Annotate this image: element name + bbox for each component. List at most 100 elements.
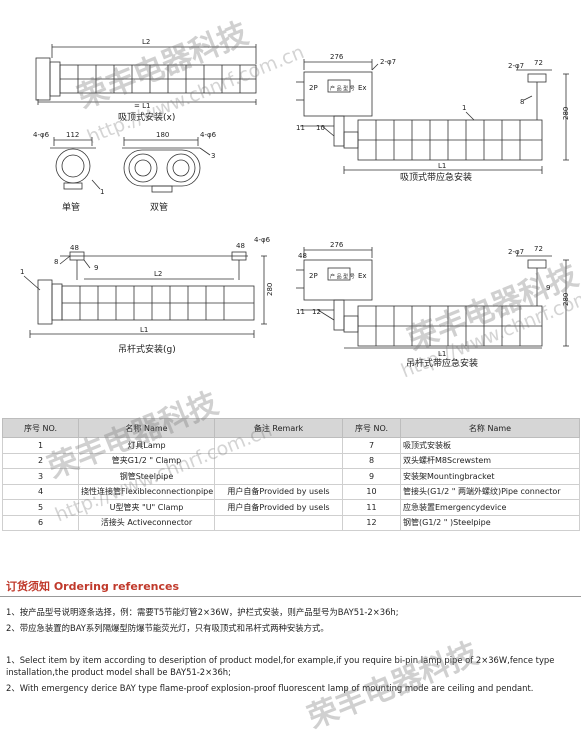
- cell-remark: [214, 468, 343, 485]
- cell-no: 12: [342, 514, 401, 531]
- caption-double: 双管: [150, 201, 168, 213]
- cell-name: 挠性连接管Flexibleconnectionpipe: [78, 483, 215, 500]
- dim-pe-72: 72: [534, 245, 543, 253]
- header-no-1: 序号 NO.: [2, 418, 79, 438]
- box-pe-model: 产 品 型 号: [330, 273, 355, 280]
- callout-p-9: 9: [94, 264, 98, 272]
- callout-ce-11: 11: [296, 124, 305, 132]
- dim-pe-holes: 2-φ7: [508, 248, 524, 256]
- cell-name: 管接头(G1/2 " 两端外螺纹)Pipe connector: [400, 483, 580, 500]
- dim-double-holes: 4-φ6: [200, 131, 217, 139]
- cell-name: 安装架Mountingbracket: [400, 468, 580, 485]
- box-ce-ex: Ex: [358, 84, 367, 92]
- cell-remark: [214, 452, 343, 469]
- ordering-heading: 订货须知 Ordering references: [6, 580, 180, 593]
- ceiling-emergency-drawing: [296, 59, 569, 174]
- callout-ce-10: 10: [316, 124, 325, 132]
- dim-pe-l1: L1: [438, 350, 446, 358]
- dim-ce-holes: 2-φ7: [380, 58, 396, 66]
- single-tube-section: [50, 137, 101, 190]
- callout-pe-12: 12: [312, 308, 321, 316]
- cell-name: 钢管(G1/2 " )Steelpipe: [400, 514, 580, 531]
- dim-p-holes: 4-φ6: [254, 236, 271, 244]
- table-row: 2 管夹G1/2 " Clamp 8 双头螺杆M8Screwstem: [2, 452, 580, 469]
- table-row: 4 挠性连接管Flexibleconnectionpipe 用户自备Provid…: [2, 483, 580, 500]
- cell-no: 6: [2, 514, 79, 531]
- ordering-en-1: 1、Select item by item according to deser…: [6, 655, 555, 677]
- caption-single: 单管: [62, 201, 80, 213]
- cell-remark: [214, 514, 343, 531]
- caption-pendant: 吊杆式安装(g): [118, 343, 176, 355]
- box-ce-model: 产 品 型 号: [330, 85, 355, 92]
- technical-drawings: L2 = L1 吸顶式安装(x) 4-φ6 112 1 单管 4-φ6 180 …: [20, 38, 570, 369]
- cell-name: 灯具Lamp: [78, 437, 215, 454]
- header-name-2: 名称 Name: [400, 418, 580, 438]
- dim-ce-276: 276: [330, 53, 344, 61]
- cell-no: 8: [342, 452, 401, 469]
- ordering-cn-1: 1、按产品型号说明逐条选择，例：需要T5节能灯管2×36W，护栏式安装，则产品型…: [6, 607, 399, 617]
- dim-ce-280: 280: [562, 107, 570, 120]
- callout-single: 1: [100, 188, 104, 196]
- double-tube-section: [122, 137, 211, 193]
- callout-p-1: 1: [20, 268, 24, 276]
- cell-name: 钢管Steelpipe: [78, 468, 215, 485]
- ordering-cn-2: 2、带应急装置的BAY系列隔爆型防爆节能荧光灯，只有吸顶式和吊杆式两种安装方式。: [6, 623, 329, 633]
- cell-no: 4: [2, 483, 79, 500]
- cell-no: 11: [342, 499, 401, 516]
- pendant-emergency-drawing: [296, 247, 569, 349]
- cell-name: 应急装置Emergencydevice: [400, 499, 580, 516]
- cell-name: 活接头 Activeconnector: [78, 514, 215, 531]
- caption-ceiling: 吸顶式安装(x): [118, 111, 175, 123]
- caption-pendant-emergency: 吊杆式带应急安装: [406, 357, 478, 369]
- cell-remark: 用户自备Provided by usels: [214, 499, 343, 516]
- dim-p-l2: L2: [154, 270, 162, 278]
- callout-ce-1: 1: [462, 104, 466, 112]
- cell-no: 5: [2, 499, 79, 516]
- dim-p-48b: 48: [236, 242, 245, 250]
- cell-name: 吸顶式安装板: [400, 437, 580, 454]
- cell-name: 双头螺杆M8Screwstem: [400, 452, 580, 469]
- dim-p-280: 280: [266, 283, 274, 296]
- table-row: 1 灯具Lamp 7 吸顶式安装板: [2, 437, 580, 454]
- dim-p-48: 48: [70, 244, 79, 252]
- dim-l1: = L1: [134, 102, 150, 110]
- table-row: 5 U型管夹 "U" Clamp 用户自备Provided by usels 1…: [2, 499, 580, 516]
- header-no-2: 序号 NO.: [342, 418, 401, 438]
- callout-pe-11: 11: [296, 308, 305, 316]
- cell-name: 管夹G1/2 " Clamp: [78, 452, 215, 469]
- callout-ce-8: 8: [520, 98, 524, 106]
- caption-ceiling-emergency: 吸顶式带应急安装: [400, 171, 472, 183]
- dim-single-width: 112: [66, 131, 79, 139]
- callout-pe-9: 9: [546, 284, 550, 292]
- table-row: 6 活接头 Activeconnector 12 钢管(G1/2 " )Stee…: [2, 514, 580, 531]
- ordering-en-2: 2、With emergency derice BAY type flame-p…: [6, 683, 534, 693]
- dim-ce-holes-r: 2-φ7: [508, 62, 524, 70]
- header-remark: 备注 Remark: [214, 418, 343, 438]
- guard-bars-3: [79, 286, 225, 320]
- dim-p-l1: L1: [140, 326, 148, 334]
- dim-pe-276: 276: [330, 241, 344, 249]
- box-pe-ex: Ex: [358, 272, 367, 280]
- box-pe-2p: 2P: [309, 272, 318, 280]
- dim-ce-l1: L1: [438, 162, 446, 170]
- dim-double-width: 180: [156, 131, 169, 139]
- dim-single-holes: 4-φ6: [33, 131, 50, 139]
- cell-no: 3: [2, 468, 79, 485]
- dim-pe-280: 280: [562, 293, 570, 306]
- parts-table-header: 序号 NO. 名称 Name 备注 Remark 序号 NO. 名称 Name: [2, 418, 580, 438]
- guard-bars: [77, 65, 241, 93]
- callout-p-8: 8: [54, 258, 58, 266]
- table-row: 3 钢管Steelpipe 9 安装架Mountingbracket: [2, 468, 580, 485]
- cell-remark: [214, 437, 343, 454]
- box-ce-2p: 2P: [309, 84, 318, 92]
- cell-no: 9: [342, 468, 401, 485]
- guard-bars-4: [375, 306, 521, 346]
- cell-no: 10: [342, 483, 401, 500]
- callout-double: 3: [211, 152, 215, 160]
- cell-name: U型管夹 "U" Clamp: [78, 499, 215, 516]
- dim-pe-48: 48: [298, 252, 307, 260]
- cell-remark: 用户自备Provided by usels: [214, 483, 343, 500]
- cell-no: 1: [2, 437, 79, 454]
- cell-no: 7: [342, 437, 401, 454]
- pendant-drawing: [23, 251, 267, 338]
